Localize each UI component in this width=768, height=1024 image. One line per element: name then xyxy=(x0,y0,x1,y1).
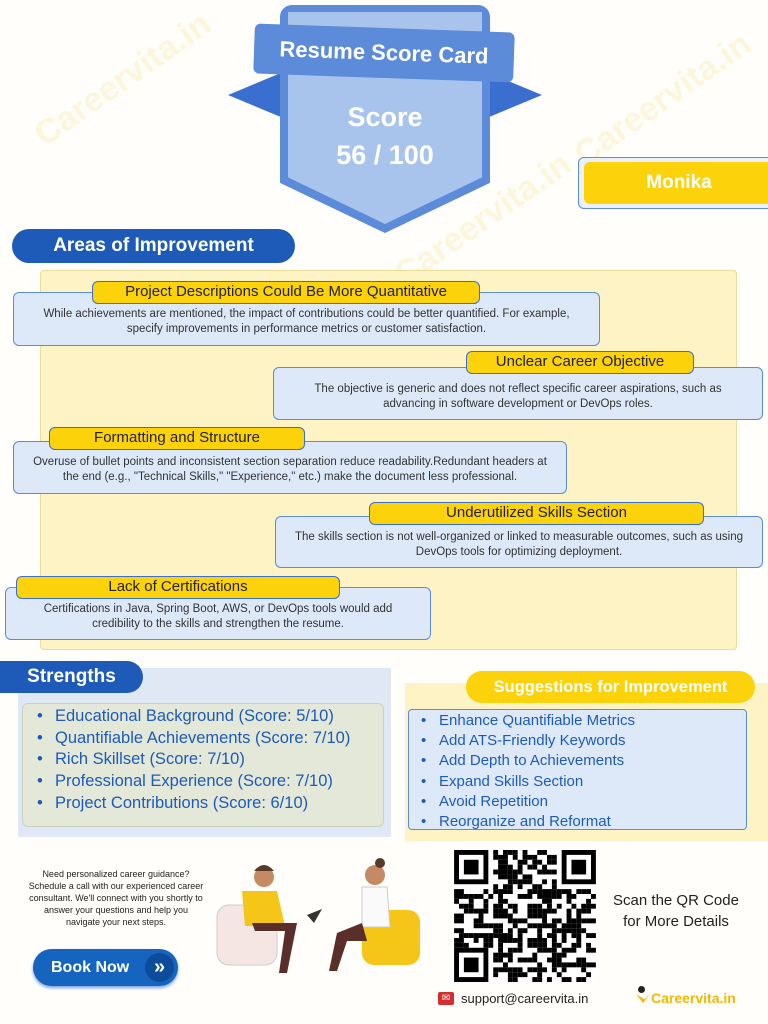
improvement-title: Project Descriptions Could Be More Quant… xyxy=(92,281,480,304)
consultation-illustration xyxy=(216,858,420,973)
support-email[interactable]: support@careervita.in xyxy=(461,991,589,1006)
book-now-label: Book Now xyxy=(51,958,130,976)
suggestion-item: Avoid Repetition xyxy=(417,792,738,812)
improvement-title: Formatting and Structure xyxy=(49,427,305,450)
suggestion-item: Reorganize and Reformat xyxy=(417,812,738,832)
watermark: Careervita.in xyxy=(567,24,758,174)
cta-text: Need personalized career guidance? Sched… xyxy=(28,869,204,927)
suggestion-item: Add ATS-Friendly Keywords xyxy=(417,731,738,751)
mail-icon: ✉ xyxy=(438,992,454,1005)
suggestions-list: Enhance Quantifiable Metrics Add ATS-Fri… xyxy=(408,709,747,832)
strength-item: Project Contributions (Score: 6/10) xyxy=(33,793,373,815)
improvement-text: Overuse of bullet points and inconsisten… xyxy=(33,455,547,483)
improvement-card: The objective is generic and does not re… xyxy=(273,367,763,420)
strengths-heading: Strengths xyxy=(0,661,143,693)
suggestion-item: Enhance Quantifiable Metrics xyxy=(417,711,738,731)
brand-logo: Careervita.in xyxy=(651,990,736,1006)
book-now-button[interactable]: Book Now » xyxy=(33,949,178,986)
improvement-card: Certifications in Java, Spring Boot, AWS… xyxy=(5,587,431,640)
areas-heading: Areas of Improvement xyxy=(12,229,295,263)
improvement-text: While achievements are mentioned, the im… xyxy=(43,308,570,335)
ribbon-wing-left xyxy=(228,70,288,120)
strength-item: Educational Background (Score: 5/10) xyxy=(33,706,373,728)
strength-item: Rich Skillset (Score: 7/10) xyxy=(33,749,373,771)
improvement-title: Lack of Certifications xyxy=(16,576,340,599)
strength-item: Professional Experience (Score: 7/10) xyxy=(33,771,373,793)
qr-caption: Scan the QR Code for More Details xyxy=(613,892,739,930)
improvement-text: The objective is generic and does not re… xyxy=(314,382,722,410)
improvement-title: Underutilized Skills Section xyxy=(369,502,704,525)
candidate-name: Monika xyxy=(584,162,768,204)
chevrons-right-icon: » xyxy=(145,953,174,982)
score-value: 56 / 100 xyxy=(336,140,434,170)
strengths-list: Educational Background (Score: 5/10) Qua… xyxy=(22,703,384,827)
careervita-logo-icon xyxy=(636,986,650,1004)
suggestion-item: Add Depth to Achievements xyxy=(417,751,738,771)
qr-code xyxy=(454,850,596,982)
strength-item: Quantifiable Achievements (Score: 7/10) xyxy=(33,728,373,750)
score-label: Score xyxy=(347,102,423,132)
suggestion-item: Expand Skills Section xyxy=(417,772,738,792)
improvement-title: Unclear Career Objective xyxy=(466,351,694,374)
score-card-title: Resume Score Card xyxy=(253,23,515,83)
watermark: Careervita.in xyxy=(27,4,218,154)
improvement-text: The skills section is not well-organized… xyxy=(294,531,744,558)
improvement-text: Certifications in Java, Spring Boot, AWS… xyxy=(43,602,393,630)
suggestions-heading: Suggestions for Improvement xyxy=(466,671,755,703)
